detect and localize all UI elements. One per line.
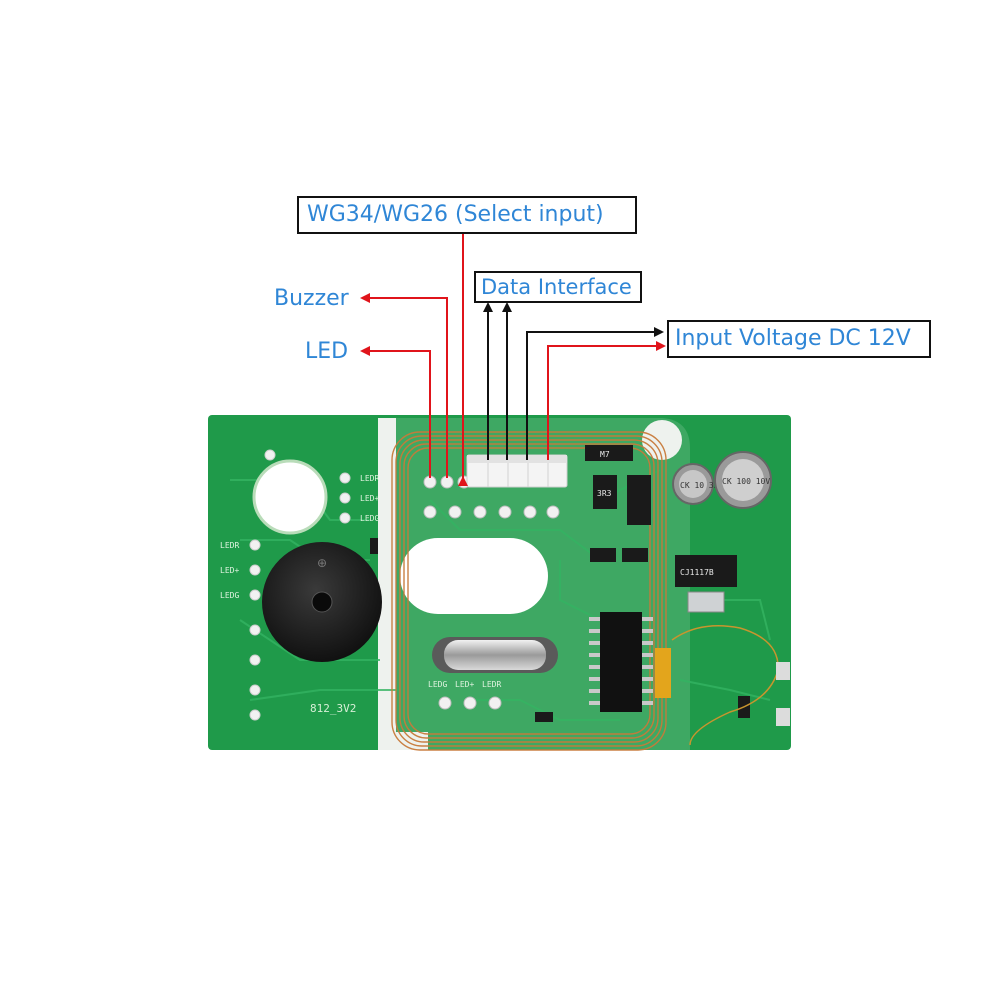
electrolytic-caps: CK 10 35V CK 100 10V <box>672 451 772 509</box>
left-pad-group <box>249 449 351 721</box>
buzzer-hole <box>311 591 333 613</box>
crystal-oscillator <box>432 637 558 673</box>
buzzer-component: ⊕ <box>262 542 382 662</box>
smd-metal <box>687 591 725 613</box>
bottom-label-ledr: LEDR <box>482 680 501 689</box>
voltage-ground-line <box>526 327 664 460</box>
bottom-label-led-plus: LED+ <box>455 680 474 689</box>
pad-label-left-led-plus: LED+ <box>220 566 239 575</box>
smd-components: 3R3 M7 CJ1117B <box>370 445 750 722</box>
edge-pad-1 <box>776 662 790 680</box>
callout-lines <box>360 232 666 486</box>
kapton-tape <box>655 648 671 698</box>
ic-3r3-marking: 3R3 <box>597 489 612 498</box>
pad-label-ledr: LEDR <box>360 474 379 483</box>
edge-pad-2 <box>776 708 790 726</box>
pad-label-left-ledr: LEDR <box>220 541 239 550</box>
connector-top <box>467 455 567 463</box>
buzzer-line <box>360 293 448 478</box>
led-line <box>360 346 431 478</box>
regulator <box>675 555 737 587</box>
wg-select-label: WG34/WG26 (Select input) <box>297 196 637 234</box>
cap-small-marking: CK 10 35V <box>680 481 724 490</box>
crystal-can <box>444 640 546 670</box>
voltage-power-line <box>547 341 666 460</box>
smd-3 <box>535 712 553 722</box>
pcb-board: LEDR LED+ LEDG LEDR LED+ LEDG ⊕ 812_3V2 <box>208 415 791 751</box>
buzzer-plus-mark: ⊕ <box>317 556 327 570</box>
bottom-led-pads: LEDG LED+ LEDR <box>428 680 502 710</box>
bottom-label-ledg: LEDG <box>428 680 447 689</box>
pad-label-left-ledg: LEDG <box>220 591 239 600</box>
left-pad-labels: LEDR LED+ LEDG LEDR LED+ LEDG <box>220 474 379 600</box>
regulator-marking: CJ1117B <box>680 568 714 577</box>
smd-2 <box>622 548 648 562</box>
diode-m7 <box>585 445 633 461</box>
smd-5 <box>370 538 378 554</box>
diode-marking: M7 <box>600 450 610 459</box>
data-interface-label: Data Interface <box>474 271 642 303</box>
white-frame-bottom <box>378 732 428 750</box>
cap-large-marking: CK 100 10V <box>722 477 770 486</box>
mounting-hole <box>252 459 328 535</box>
pad-label-led-plus: LED+ <box>360 494 379 503</box>
oval-cutout <box>400 538 548 614</box>
white-frame-left <box>378 418 396 750</box>
board-model-text: 812_3V2 <box>310 702 356 715</box>
led-label: LED <box>305 339 349 364</box>
buzzer-label: Buzzer <box>274 286 349 311</box>
sot-component <box>627 475 651 525</box>
main-ic <box>600 612 642 712</box>
antenna-coil <box>391 431 667 751</box>
ic-3r3 <box>593 475 617 509</box>
input-voltage-label: Input Voltage DC 12V <box>667 320 931 358</box>
data-connector <box>466 454 568 488</box>
pad-label-ledg: LEDG <box>360 514 379 523</box>
smd-1 <box>590 548 616 562</box>
white-frame-corner <box>642 420 682 460</box>
